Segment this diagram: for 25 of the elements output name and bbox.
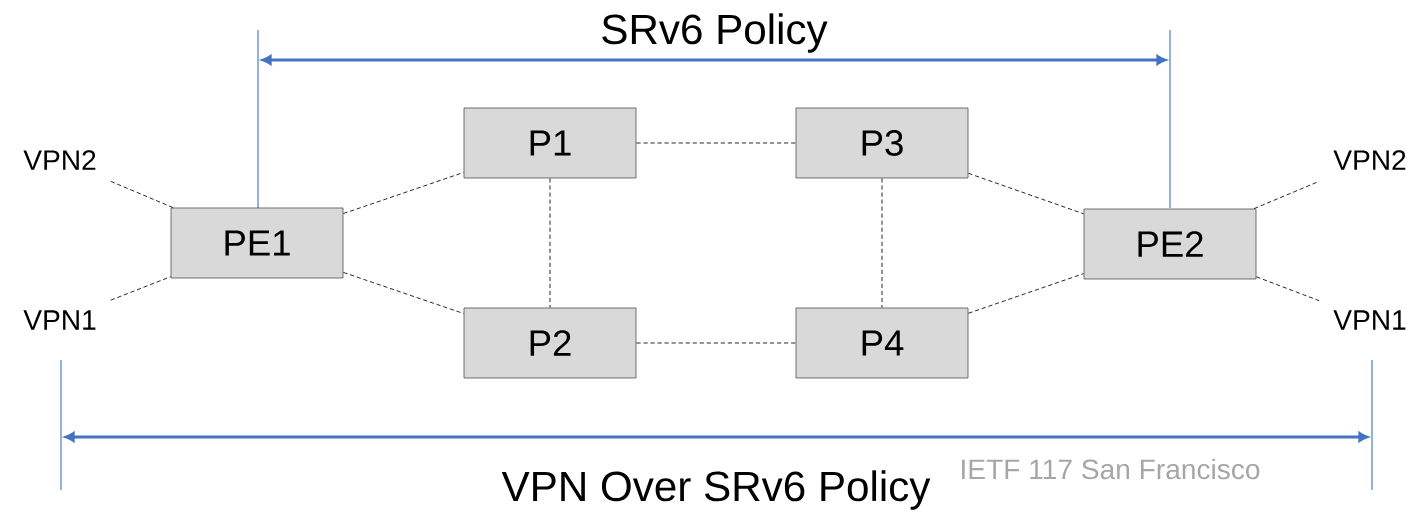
connector-line bbox=[343, 272, 464, 314]
connector-line bbox=[549, 178, 551, 308]
vpn-label: VPN1 bbox=[23, 310, 96, 330]
footer-text: IETF 117 San Francisco bbox=[962, 458, 1260, 480]
router-box: P3 bbox=[795, 107, 969, 179]
router-box: PE2 bbox=[1083, 208, 1257, 280]
connector-line bbox=[343, 172, 464, 214]
connector-line bbox=[881, 178, 883, 308]
connector-line bbox=[636, 142, 796, 144]
span-label: VPN Over SRv6 Policy bbox=[501, 470, 931, 510]
router-box: P2 bbox=[463, 307, 637, 379]
connector-line bbox=[636, 342, 796, 344]
connector-line bbox=[968, 273, 1084, 314]
connector-line bbox=[1256, 276, 1320, 302]
router-box: P4 bbox=[795, 307, 969, 379]
vpn-label: VPN2 bbox=[23, 150, 96, 170]
span-label: SRv6 Policy bbox=[602, 13, 828, 53]
router-box: PE1 bbox=[170, 207, 344, 279]
connector-line bbox=[110, 276, 171, 301]
router-box: P1 bbox=[463, 107, 637, 179]
vpn-label: VPN1 bbox=[1333, 310, 1406, 330]
connector-line bbox=[110, 180, 174, 208]
vpn-label: VPN2 bbox=[1333, 150, 1406, 170]
connector-line bbox=[968, 172, 1084, 215]
connector-line bbox=[1253, 180, 1320, 209]
